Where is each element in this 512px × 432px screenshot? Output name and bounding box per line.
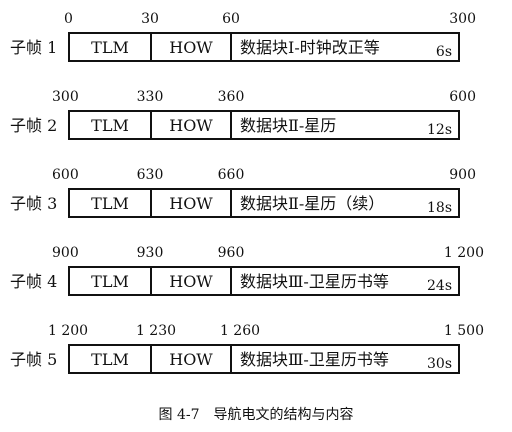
tlm-word: TLM bbox=[91, 38, 129, 57]
divider bbox=[150, 34, 152, 60]
tick-how-end: 660 bbox=[217, 167, 245, 183]
tick-tlm-end: 630 bbox=[136, 167, 164, 183]
tick-end: 300 bbox=[449, 11, 476, 27]
subframe-4: 900 930 960 1 200 子帧 4 TLM HOW 数据块Ⅲ-卫星历书… bbox=[0, 246, 512, 302]
elapsed-time: 30s bbox=[427, 356, 452, 372]
data-block: 数据块Ⅱ-星历 bbox=[240, 116, 337, 135]
tick-tlm-end: 1 230 bbox=[135, 323, 177, 339]
how-word: HOW bbox=[169, 194, 213, 213]
tick-tlm-end: 930 bbox=[136, 245, 164, 261]
how-word: HOW bbox=[169, 272, 213, 291]
subframe-box: TLM HOW 数据块Ⅲ-卫星历书等 30s bbox=[68, 344, 460, 374]
tick-start: 900 bbox=[52, 245, 79, 261]
data-block: 数据块Ⅲ-卫星历书等 bbox=[240, 272, 389, 291]
tick-how-end: 60 bbox=[222, 11, 240, 27]
subframe-1: 0 30 60 300 子帧 1 TLM HOW 数据块Ⅰ-时钟改正等 6s bbox=[0, 12, 512, 68]
figure-caption: 图 4-7 导航电文的结构与内容 bbox=[158, 407, 354, 423]
subframe-box: TLM HOW 数据块Ⅱ-星历 12s bbox=[68, 110, 460, 140]
tick-how-end: 1 260 bbox=[219, 323, 261, 339]
tlm-word: TLM bbox=[91, 194, 129, 213]
elapsed-time: 12s bbox=[427, 122, 452, 138]
divider bbox=[230, 346, 232, 372]
subframe-label: 子帧 2 bbox=[10, 116, 58, 135]
tick-start: 0 bbox=[64, 11, 73, 27]
subframe-label: 子帧 1 bbox=[10, 38, 58, 57]
how-word: HOW bbox=[169, 350, 213, 369]
divider bbox=[150, 268, 152, 294]
divider bbox=[150, 346, 152, 372]
tick-end: 600 bbox=[449, 89, 476, 105]
tlm-word: TLM bbox=[91, 116, 129, 135]
how-word: HOW bbox=[169, 116, 213, 135]
tick-tlm-end: 30 bbox=[141, 11, 159, 27]
tlm-word: TLM bbox=[91, 350, 129, 369]
tick-tlm-end: 330 bbox=[136, 89, 164, 105]
how-word: HOW bbox=[169, 38, 213, 57]
tlm-word: TLM bbox=[91, 272, 129, 291]
subframe-3: 600 630 660 900 子帧 3 TLM HOW 数据块Ⅱ-星历（续） … bbox=[0, 168, 512, 224]
divider bbox=[230, 190, 232, 216]
tick-start: 600 bbox=[52, 167, 79, 183]
subframe-label: 子帧 5 bbox=[10, 350, 58, 369]
tick-start: 1 200 bbox=[48, 323, 89, 339]
divider bbox=[150, 112, 152, 138]
tick-end: 900 bbox=[449, 167, 476, 183]
divider bbox=[230, 268, 232, 294]
data-block: 数据块Ⅲ-卫星历书等 bbox=[240, 350, 389, 369]
divider bbox=[230, 112, 232, 138]
tick-how-end: 360 bbox=[217, 89, 245, 105]
subframe-box: TLM HOW 数据块Ⅲ-卫星历书等 24s bbox=[68, 266, 460, 296]
elapsed-time: 24s bbox=[427, 278, 452, 294]
subframe-label: 子帧 4 bbox=[10, 272, 58, 291]
subframe-2: 300 330 360 600 子帧 2 TLM HOW 数据块Ⅱ-星历 12s bbox=[0, 90, 512, 146]
data-block: 数据块Ⅱ-星历（续） bbox=[240, 194, 385, 213]
divider bbox=[230, 34, 232, 60]
tick-end: 1 500 bbox=[443, 323, 484, 339]
divider bbox=[150, 190, 152, 216]
subframe-5: 1 200 1 230 1 260 1 500 子帧 5 TLM HOW 数据块… bbox=[0, 324, 512, 380]
elapsed-time: 6s bbox=[435, 44, 452, 60]
tick-end: 1 200 bbox=[443, 245, 484, 261]
subframe-box: TLM HOW 数据块Ⅱ-星历（续） 18s bbox=[68, 188, 460, 218]
tick-start: 300 bbox=[52, 89, 79, 105]
data-block: 数据块Ⅰ-时钟改正等 bbox=[240, 38, 380, 57]
elapsed-time: 18s bbox=[427, 200, 452, 216]
tick-how-end: 960 bbox=[217, 245, 245, 261]
subframe-label: 子帧 3 bbox=[10, 194, 58, 213]
subframe-box: TLM HOW 数据块Ⅰ-时钟改正等 6s bbox=[68, 32, 460, 62]
